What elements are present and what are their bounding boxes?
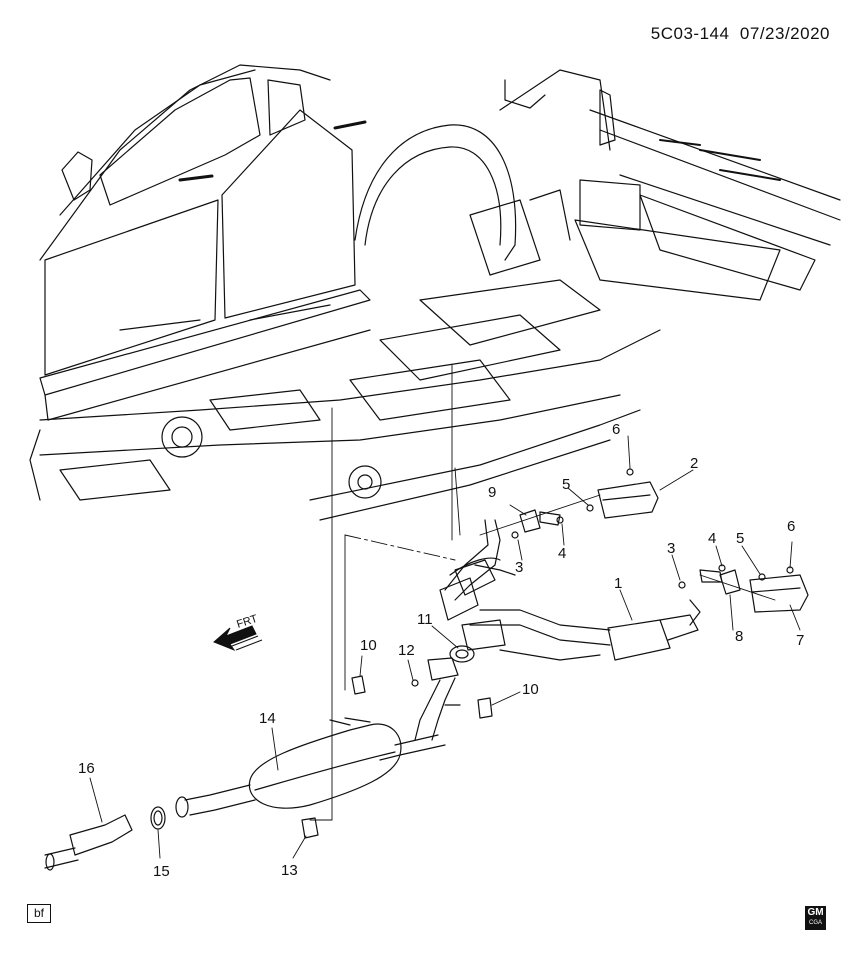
frt-arrow-icon: FRT xyxy=(213,613,263,652)
callout-15: 15 xyxy=(153,863,170,880)
front-direction-indicator: FRT xyxy=(212,612,282,657)
callout-5a: 5 xyxy=(562,476,570,493)
exhaust-system xyxy=(44,468,809,871)
callout-9: 9 xyxy=(488,484,496,501)
drawing-header: 5C03-144 07/23/2020 xyxy=(651,24,830,44)
gm-logo-icon: GM CGA xyxy=(805,906,826,930)
callout-14: 14 xyxy=(259,710,276,727)
callout-3b: 3 xyxy=(667,540,675,557)
footer-tag: bf xyxy=(27,904,51,923)
callout-16: 16 xyxy=(78,760,95,777)
callout-labels: 1 2 3 3 4 4 5 5 6 6 7 8 9 10 10 11 12 13… xyxy=(78,421,804,880)
callout-leaders xyxy=(89,435,801,859)
callout-11: 11 xyxy=(417,611,433,628)
callout-12: 12 xyxy=(398,642,415,659)
callout-10b: 10 xyxy=(522,681,539,698)
callout-2: 2 xyxy=(690,455,698,472)
callout-7: 7 xyxy=(796,632,804,649)
gm-logo-text: GM xyxy=(807,907,824,918)
callout-10a: 10 xyxy=(360,637,377,654)
callout-4a: 4 xyxy=(558,545,566,562)
callout-6b: 6 xyxy=(787,518,795,535)
callout-3a: 3 xyxy=(515,559,523,576)
vehicle-body xyxy=(29,64,841,521)
leader-lines xyxy=(309,364,776,821)
callout-8: 8 xyxy=(735,628,743,645)
drawing-id: 5C03-144 xyxy=(650,24,730,43)
gm-logo-sub: CGA xyxy=(808,920,822,926)
callout-13: 13 xyxy=(281,862,298,879)
callout-6a: 6 xyxy=(612,421,620,438)
callout-1: 1 xyxy=(614,575,622,592)
callout-5b: 5 xyxy=(736,530,744,547)
callout-4b: 4 xyxy=(708,530,716,547)
drawing-date: 07/23/2020 xyxy=(739,24,830,43)
